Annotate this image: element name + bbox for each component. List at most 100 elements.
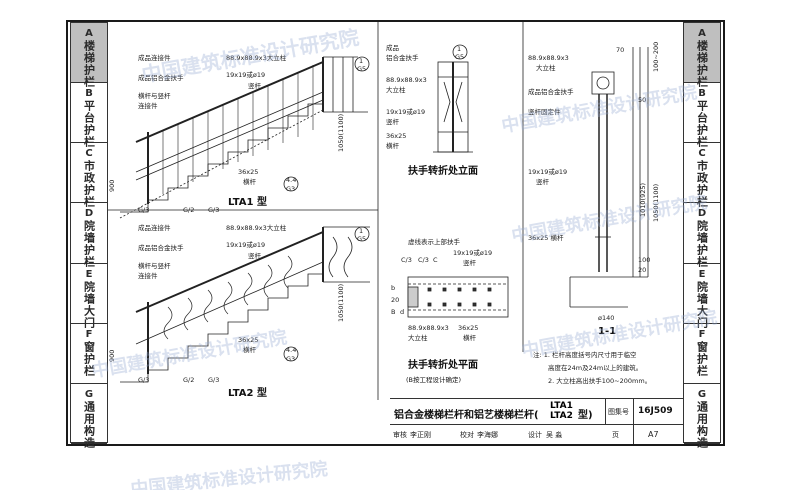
label: 19x19或ø19 (226, 70, 265, 79)
label: 19x19或ø19 (528, 167, 567, 176)
label: 1050(1100) (337, 114, 345, 152)
page-number: A7 (648, 430, 659, 439)
label: 1 (359, 227, 363, 235)
tab-label: 窗护栏 (82, 340, 96, 377)
section-title: 1-1 (598, 326, 616, 337)
page-label: 页 (612, 431, 619, 439)
label: 50 (638, 96, 646, 104)
label: 1010(925) (639, 183, 647, 217)
section-drawing (569, 47, 649, 308)
turn-elevation-title: 扶手转折处立面 (408, 164, 478, 177)
label: 4.4 (286, 346, 296, 354)
tab-letter: C (698, 148, 706, 160)
note-line: 注: 1. 栏杆高度括号内尺寸用于临空 (533, 350, 637, 359)
label: 竖杆 (248, 81, 262, 90)
detail-callout-circle (354, 226, 370, 242)
label: G/3 (138, 206, 149, 214)
tab-label: 院墙护栏 (695, 220, 709, 269)
label: 竖杆 (536, 177, 550, 186)
label: 横杆 (386, 141, 400, 150)
label: G5 (357, 65, 366, 73)
label: 88.9x88.9x3大立柱 (226, 53, 287, 62)
label: 88.9x88.9x3大立柱 (226, 223, 287, 232)
tab-letter: E (85, 268, 93, 280)
design-label: 设计 (528, 431, 542, 439)
label: 横杆 (243, 345, 257, 354)
label: 竖杆 (248, 251, 262, 260)
label: 70 (616, 46, 624, 54)
label: 36x25 横杆 (528, 233, 564, 242)
turn-elevation-drawing (433, 44, 473, 153)
check-label: 校对 (460, 431, 474, 439)
sheet-suffix: 型) (578, 410, 593, 421)
label: G5 (357, 235, 366, 243)
label: 竖杆 (386, 117, 400, 126)
tab-letter: D (84, 208, 94, 220)
label: 4.4 (286, 176, 296, 184)
tab-label: 院墙大门 (695, 280, 709, 329)
label: C (433, 256, 438, 264)
label: 1050(1100) (337, 284, 345, 322)
watermark-text: 中国建筑标准设计研究院 (129, 458, 329, 490)
label: G/3 (208, 376, 219, 384)
label: 横杆 (463, 333, 477, 342)
title-block: 铝合金楼梯栏杆和铝艺楼梯栏杆( LTA1 LTA2 型) 图集号 16J509 … (390, 398, 683, 444)
detail-callout-circle (283, 176, 299, 192)
label: G/2 (183, 206, 194, 214)
label: 900 (108, 180, 116, 192)
tab-letter: A (698, 28, 706, 39)
label: 1 (457, 45, 461, 53)
label: 成品铝合金扶手 (138, 73, 184, 82)
designer-name: 吴 淼 (546, 431, 563, 439)
label: 19x19或ø19 (386, 107, 425, 116)
tab-label: 楼梯护栏 (82, 40, 96, 88)
label: 36x25 (238, 168, 258, 176)
label: 20 (391, 296, 399, 304)
tab-label: 通用构造 (82, 400, 96, 449)
tab-letter: B (698, 88, 706, 100)
label: 横杆 (243, 177, 257, 186)
label: 100 (638, 256, 650, 264)
label: G3 (286, 185, 295, 193)
label: G/3 (138, 376, 149, 384)
label: 大立柱 (536, 63, 556, 72)
label: 连接件 (138, 271, 158, 280)
tab-letter: F (698, 328, 706, 340)
label: 成品连接件 (138, 223, 171, 232)
tab-letter: C (85, 148, 93, 160)
tab-letter: G (84, 388, 94, 400)
atlas-number: 16J509 (638, 406, 673, 416)
lta2-title: LTA2 型 (228, 386, 267, 399)
label: ø140 (598, 314, 614, 322)
label: 36x25 (386, 132, 406, 140)
label: 成品 (386, 43, 399, 52)
turn-plan-subtitle: (B按工程设计确定) (406, 375, 461, 384)
label: B (391, 308, 395, 316)
label: 成品连接件 (138, 53, 171, 62)
label: 36x25 (458, 324, 478, 332)
label: 19x19或ø19 (226, 240, 265, 249)
technical-drawing: 成品连接件 成品铝合金扶手 横杆与竖杆 连接件 88.9x88.9x3大立柱 1… (108, 22, 660, 400)
reviewer-name: 李正刚 (410, 431, 431, 439)
label: C/3 (418, 256, 429, 264)
detail-callout-circle (354, 56, 370, 72)
label: G3 (286, 355, 295, 363)
note-line: 2. 大立柱高出扶手100~200mm。 (548, 376, 651, 385)
label: 成品铝合金扶手 (528, 87, 574, 96)
sheet-codes: LTA1 LTA2 (550, 401, 573, 421)
